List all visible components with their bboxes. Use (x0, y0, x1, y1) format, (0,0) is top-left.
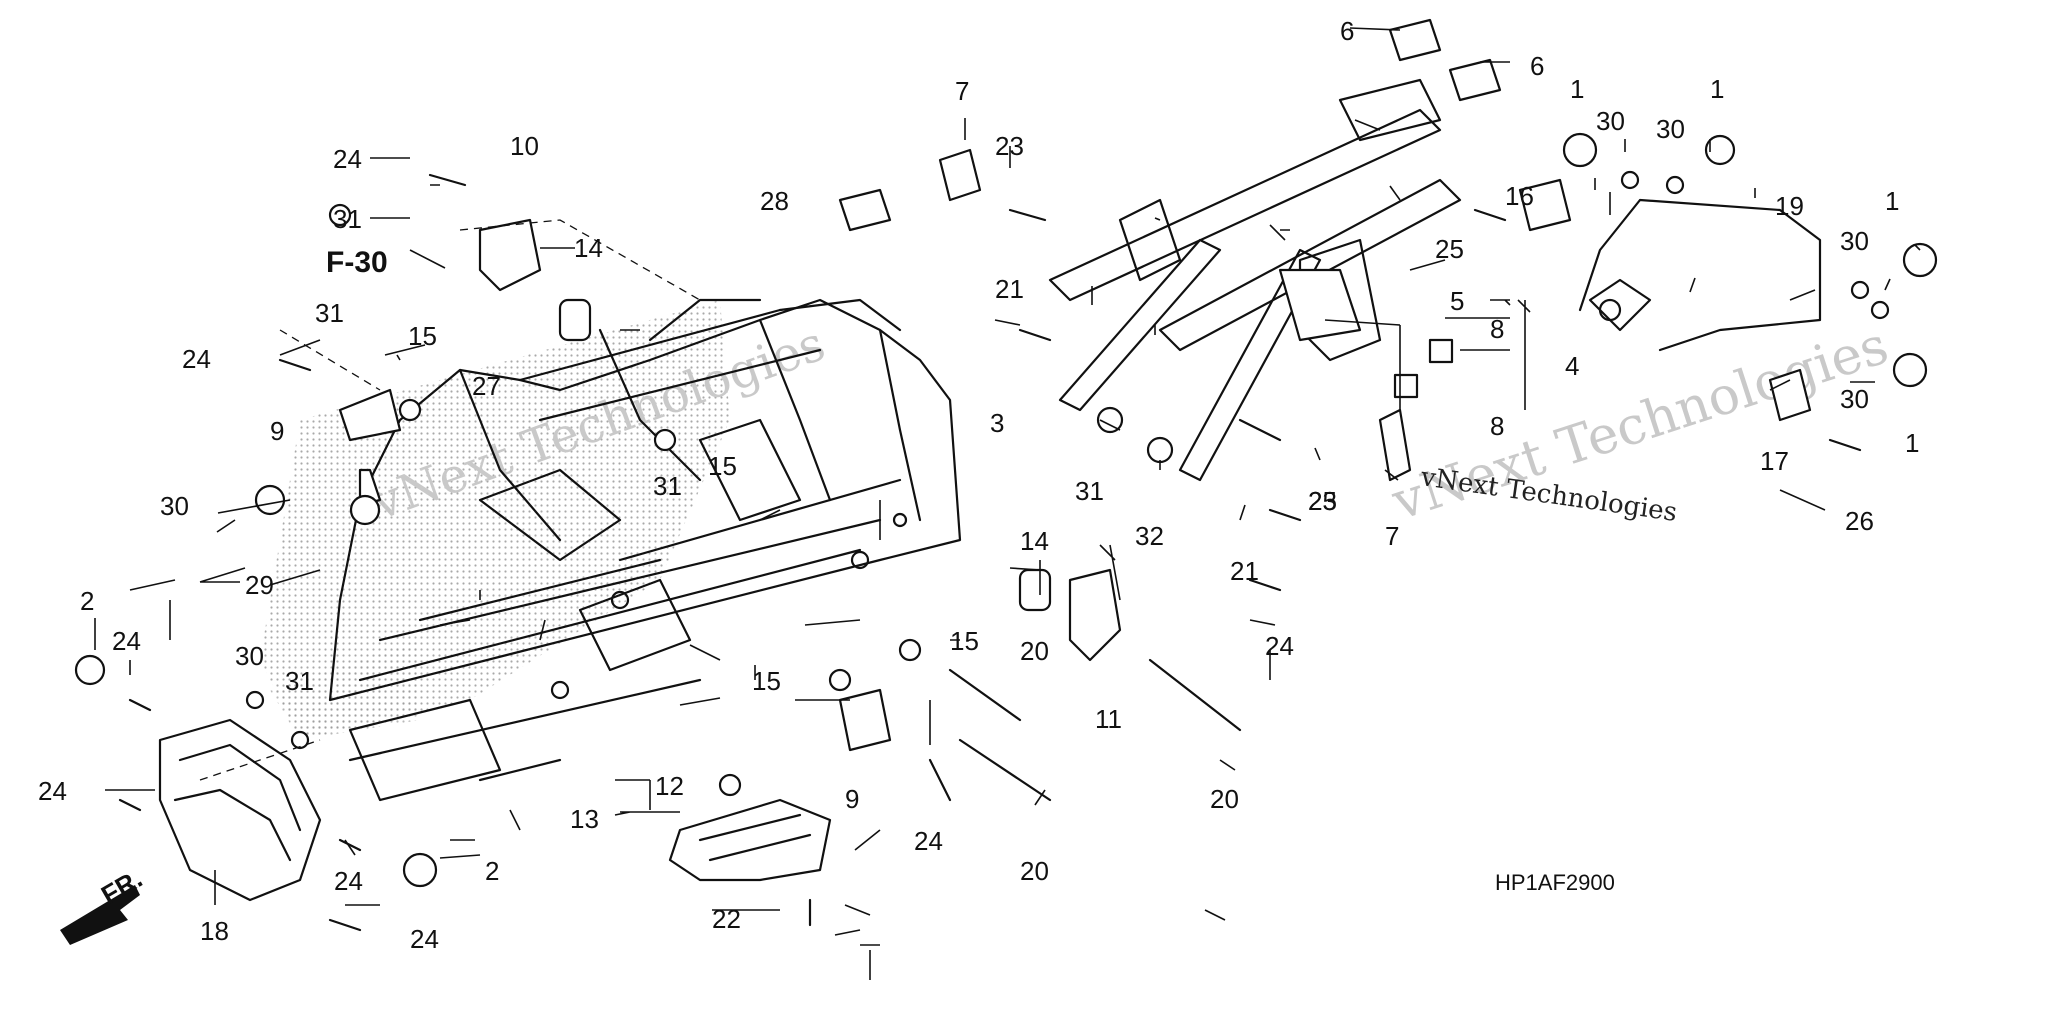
callout: 3 (990, 408, 1004, 438)
callout: 11 (1095, 704, 1122, 734)
skid-plate (668, 798, 832, 882)
callout: 21 (1230, 556, 1259, 586)
section-reference: F-30 (326, 246, 446, 279)
callout: 1 (1905, 428, 1919, 458)
callout: 27 (472, 371, 501, 401)
front-bumper (158, 718, 322, 902)
callout: 24 (112, 626, 141, 656)
callout: 2 (80, 586, 94, 616)
callout: 31 (285, 666, 314, 696)
callout: 20 (1210, 784, 1239, 814)
callout-numbers: 1 1 1 1 2 2 3 4 5 6 6 7 7 8 8 9 9 10 11 … (38, 16, 1919, 954)
callout: 24 (914, 826, 943, 856)
callout: 9 (845, 784, 859, 814)
callout: 24 (1265, 631, 1294, 661)
callout: 8 (1490, 314, 1504, 344)
callout: 29 (245, 570, 274, 600)
callout: 28 (760, 186, 789, 216)
callout: 24 (38, 776, 67, 806)
callout: 31 (333, 204, 362, 234)
callout: 13 (570, 804, 599, 834)
callout: 22 (712, 904, 741, 934)
callout: 32 (1135, 521, 1164, 551)
diagram-ref-code: HP1AF2900 (1495, 870, 1615, 895)
callout: 14 (1020, 526, 1049, 556)
callout: 23 (995, 131, 1024, 161)
brackets-and-bolts (74, 18, 1938, 932)
callout: 25 (1435, 234, 1464, 264)
callout: 12 (655, 771, 684, 801)
callout: 1 (1570, 74, 1584, 104)
front-direction-arrow: FR. (60, 863, 147, 945)
callout: 21 (995, 274, 1024, 304)
callout: 26 (1845, 506, 1874, 536)
callout: 30 (1596, 106, 1625, 136)
callout: 1 (1885, 186, 1899, 216)
callout: 24 (333, 144, 362, 174)
callout: 30 (235, 641, 264, 671)
leader-lines (94, 27, 1921, 980)
callout: 25 (1308, 486, 1337, 516)
callout: 30 (1840, 226, 1869, 256)
callout: 15 (408, 321, 437, 351)
callout: 7 (1385, 521, 1399, 551)
callout: 2 (485, 856, 499, 886)
callout: 30 (1840, 384, 1869, 414)
callout: 18 (200, 916, 229, 946)
shaded-area (260, 300, 730, 740)
callout: 15 (950, 626, 979, 656)
callout: 17 (1760, 446, 1789, 476)
callout: 8 (1490, 411, 1504, 441)
callout: 15 (708, 451, 737, 481)
callout: 4 (1565, 351, 1579, 381)
callout: 24 (410, 924, 439, 954)
callout: 20 (1020, 856, 1049, 886)
callout: 19 (1775, 191, 1804, 221)
callout: 20 (1020, 636, 1049, 666)
callout: 6 (1530, 51, 1544, 81)
callout: 6 (1340, 16, 1354, 46)
dashed-leaders (199, 219, 701, 781)
callout: 14 (574, 233, 603, 263)
callout: 30 (160, 491, 189, 521)
callout: 24 (334, 866, 363, 896)
callout: 7 (955, 76, 969, 106)
rear-subframe (1048, 78, 1462, 482)
callout: 16 (1505, 181, 1534, 211)
section-ref-label: F-30 (326, 246, 388, 279)
callout: 9 (270, 416, 284, 446)
callout: 1 (1710, 74, 1724, 104)
callout: 24 (182, 344, 211, 374)
callout: 31 (315, 298, 344, 328)
callout: 30 (1656, 114, 1685, 144)
rear-grab-bar (1578, 198, 1822, 352)
callout: 31 (653, 471, 682, 501)
callout: 23 (1308, 486, 1337, 516)
callout: 15 (752, 666, 781, 696)
callout: 5 (1450, 286, 1464, 316)
main-frame (328, 298, 962, 802)
callout: 10 (510, 131, 539, 161)
front-marker-label: FR. (96, 863, 147, 910)
callout: 31 (1075, 476, 1104, 506)
